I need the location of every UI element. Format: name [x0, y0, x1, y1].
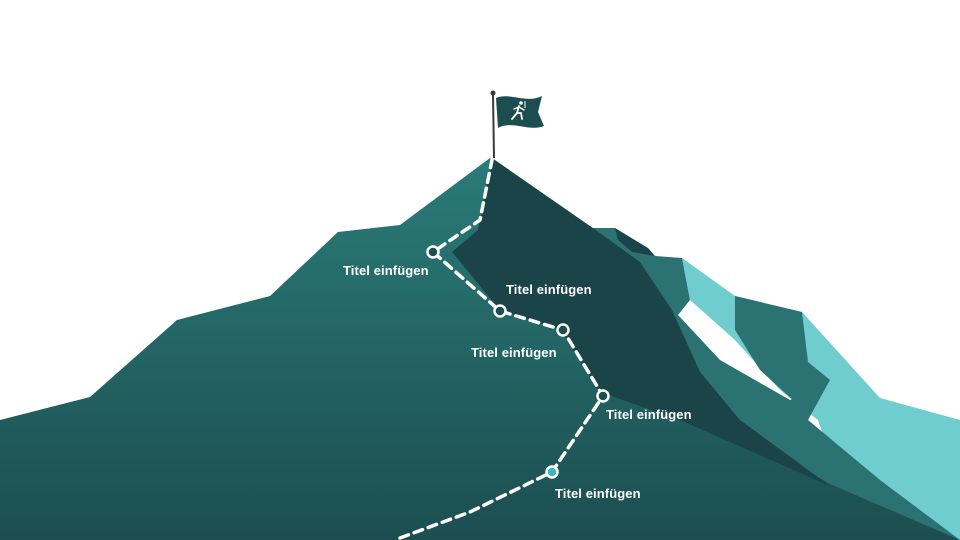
milestone-label-2: Titel einfügen — [506, 282, 592, 297]
milestone-marker-4[interactable] — [596, 389, 610, 403]
flag-icon — [496, 96, 544, 128]
milestone-label-3: Titel einfügen — [471, 345, 557, 360]
milestone-marker-2[interactable] — [493, 304, 507, 318]
mountain-body — [0, 158, 960, 540]
flag-pole-top — [490, 90, 496, 96]
milestone-label-1: Titel einfügen — [343, 263, 429, 278]
mountain-shadow — [452, 158, 830, 486]
milestone-marker-3[interactable] — [556, 323, 570, 337]
milestone-label-5: Titel einfügen — [555, 486, 641, 501]
milestone-label-4: Titel einfügen — [606, 407, 692, 422]
flag-pole — [492, 93, 495, 159]
milestone-marker-5[interactable] — [545, 465, 559, 479]
ridge-mid-upper — [735, 296, 830, 402]
climber-icon — [511, 101, 526, 120]
ridge-mid — [580, 228, 960, 540]
ridge-notch — [615, 228, 655, 256]
milestone-marker-1[interactable] — [426, 245, 440, 259]
